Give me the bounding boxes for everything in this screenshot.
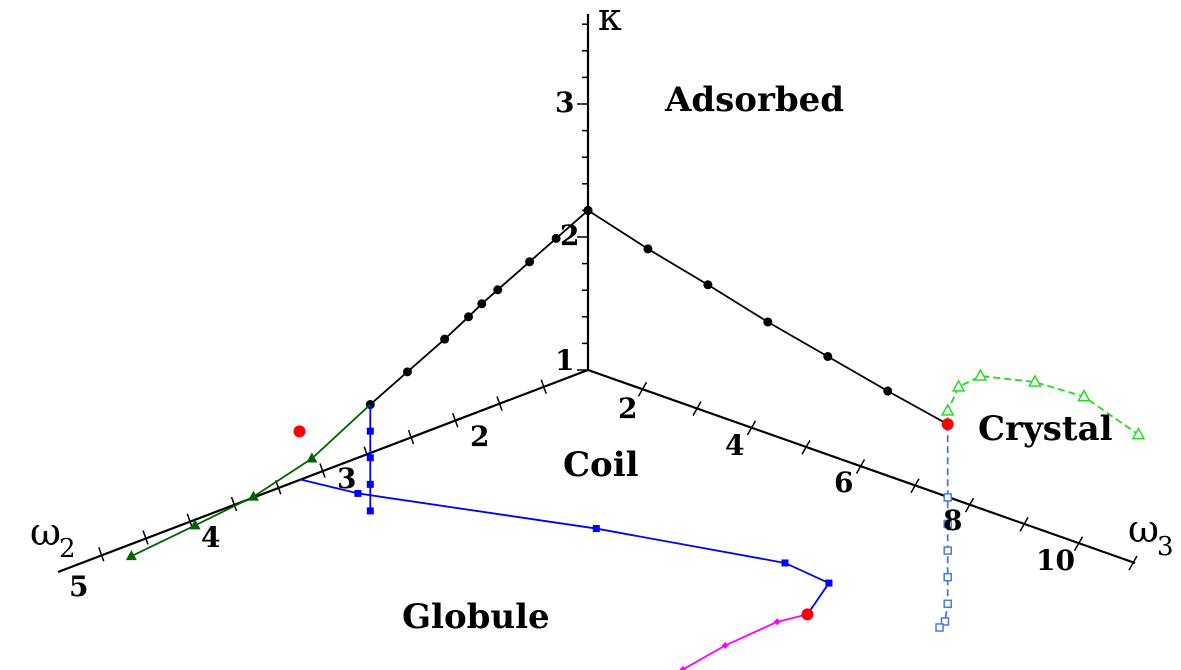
data-point	[943, 493, 952, 502]
data-point	[477, 299, 487, 309]
omega3-tick-label: 10	[1036, 544, 1075, 577]
kappa-tick-label: 1	[555, 344, 574, 377]
omega2-tick-label: 5	[69, 570, 88, 603]
data-point	[940, 403, 955, 416]
kappa-tick-label: 2	[560, 219, 579, 252]
tricritical-point	[801, 608, 814, 621]
omega3-tick	[855, 459, 866, 474]
omega3-tick	[910, 478, 920, 494]
omega3-tick	[746, 420, 757, 436]
omega2-tick	[98, 546, 105, 562]
omega3-tick	[637, 381, 648, 397]
region-label-coil: Coil	[563, 445, 639, 485]
omega3-tick	[692, 401, 702, 416]
data-point	[773, 618, 781, 626]
omega2-tick	[230, 496, 238, 512]
data-point	[973, 368, 988, 381]
data-point	[940, 617, 950, 626]
data-point	[763, 317, 773, 327]
data-point	[440, 334, 450, 344]
omega3-tick-label: 6	[834, 466, 853, 499]
omega3-axis-subscript: 3	[1157, 532, 1174, 562]
omega2-tick	[319, 463, 326, 478]
data-point	[1131, 427, 1146, 440]
omega2-tick-label: 4	[201, 521, 220, 554]
data-point	[525, 257, 535, 267]
omega3-tick-label: 4	[725, 429, 744, 462]
data-point	[679, 665, 687, 670]
omega2-tick	[496, 396, 503, 411]
series-line-6	[299, 478, 831, 615]
data-point	[247, 490, 259, 501]
region-label-globule: Globule	[402, 597, 550, 637]
kappa-tick-label: 3	[555, 86, 574, 119]
tricritical-point	[941, 418, 954, 431]
data-point	[823, 352, 833, 361]
series-line-3	[587, 209, 949, 426]
data-point	[366, 480, 374, 488]
omega3-axis-title: ω	[1128, 507, 1159, 551]
data-point	[125, 550, 137, 561]
omega3-tick	[1019, 517, 1029, 532]
omega3-tick	[964, 497, 975, 513]
region-label-crystal: Crystal	[978, 409, 1113, 449]
omega2-tick	[452, 412, 459, 428]
omega2-axis-subscript: 2	[59, 534, 76, 564]
data-point	[366, 454, 374, 462]
data-point	[464, 312, 474, 322]
omega3-tick	[1073, 536, 1084, 552]
data-point	[943, 599, 952, 609]
data-point	[883, 386, 893, 396]
data-point	[935, 623, 944, 632]
data-point	[583, 205, 593, 215]
omega2-axis-title: ω	[30, 510, 61, 554]
data-point	[402, 367, 412, 377]
data-point	[366, 507, 374, 515]
omega2-tick-label: 3	[337, 462, 356, 495]
data-point	[493, 285, 503, 295]
data-point	[306, 452, 318, 463]
series-line-7	[682, 613, 808, 670]
omega3-tick	[801, 439, 811, 455]
tricritical-point	[293, 425, 306, 438]
data-point	[825, 579, 833, 587]
omega2-tick	[407, 429, 415, 445]
omega2-tick-label: 2	[470, 420, 489, 453]
data-point	[643, 244, 653, 254]
omega3-tick-label: 8	[943, 504, 962, 537]
data-point	[781, 559, 789, 567]
data-point	[943, 572, 952, 582]
omega3-axis	[587, 368, 1136, 565]
data-point	[951, 379, 966, 392]
data-point	[366, 427, 374, 435]
omega2-tick	[186, 513, 193, 529]
series-line-1	[130, 403, 371, 557]
omega2-tick	[540, 379, 547, 395]
kappa-axis-title: κ	[598, 0, 622, 39]
series-line-5	[938, 424, 949, 629]
data-point	[703, 280, 713, 290]
region-label-adsorbed: Adsorbed	[664, 80, 844, 120]
omega3-tick-label: 2	[618, 392, 637, 425]
omega3-tick	[1128, 555, 1138, 571]
data-point	[354, 489, 362, 497]
data-point	[551, 233, 561, 243]
omega2-tick	[142, 530, 149, 545]
data-point	[1077, 389, 1091, 402]
data-point	[1028, 374, 1042, 387]
data-point	[943, 519, 952, 529]
data-point	[189, 519, 201, 530]
data-point	[721, 642, 729, 650]
data-point	[943, 546, 952, 555]
data-point	[592, 525, 600, 533]
